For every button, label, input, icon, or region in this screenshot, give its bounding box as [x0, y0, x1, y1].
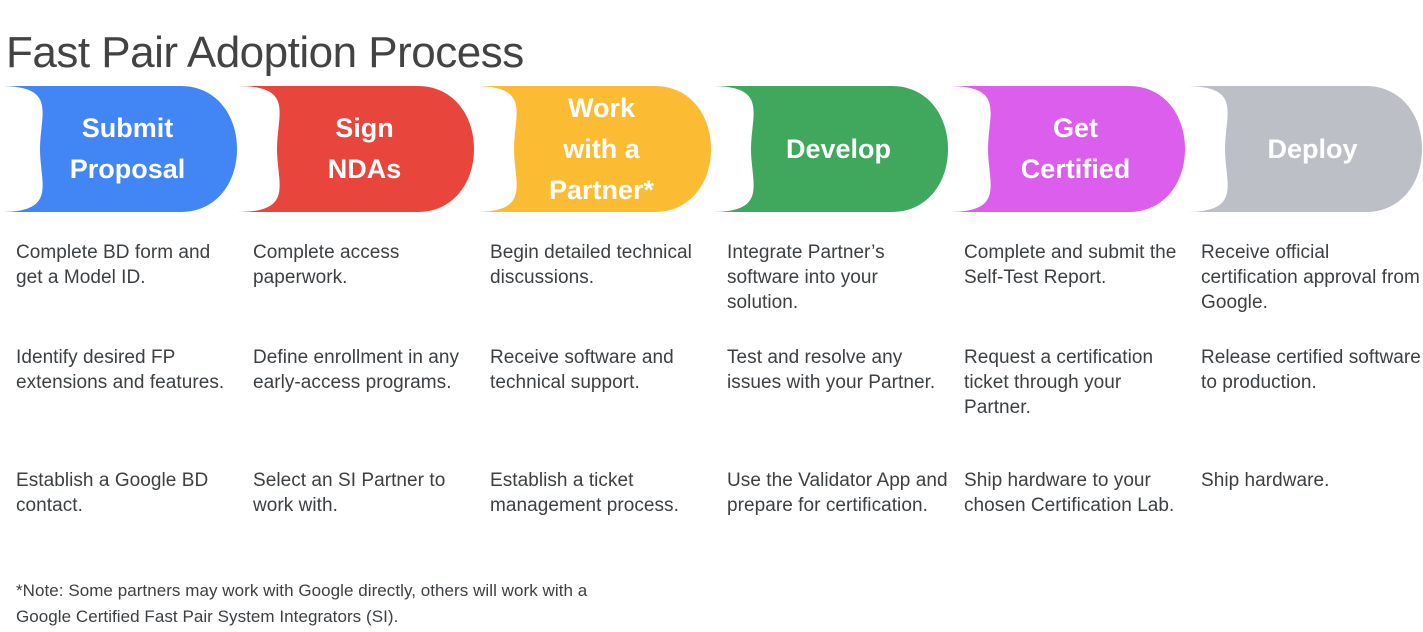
process-stage-label: Submit Proposal	[69, 113, 186, 184]
process-stage-item: Identify desired FP extensions and featu…	[16, 347, 225, 393]
process-stage-item: Complete access paperwork.	[253, 242, 400, 288]
chevron-arrow-icon	[237, 86, 474, 212]
page-title: Fast Pair Adoption Process	[6, 28, 524, 78]
process-stage-item: Ship hardware to your chosen Certificati…	[964, 470, 1175, 516]
process-stage-item: Receive official certification approval …	[1201, 242, 1420, 313]
process-stage-item: Receive software and technical support.	[490, 347, 674, 393]
process-stage-banner-5: Get Certified	[948, 86, 1185, 212]
process-stage-item: Establish a Google BD contact.	[16, 470, 209, 516]
process-stage-item: Define enrollment in any early-access pr…	[253, 347, 460, 393]
process-stage-label: Sign NDAs	[327, 113, 402, 184]
chevron-arrow-icon	[711, 86, 948, 212]
footnote-note: *Note: Some partners may work with Googl…	[16, 581, 588, 626]
process-stage-label: Work with a Partner*	[548, 92, 655, 205]
process-stage-item: Complete and submit the Self-Test Report…	[964, 242, 1177, 288]
process-stage-banner-4: Develop	[711, 86, 948, 212]
chevron-arrow-icon	[948, 86, 1185, 212]
process-stage-banner-3: Work with a Partner*	[474, 86, 711, 212]
process-stage-item: Ship hardware.	[1201, 470, 1330, 491]
process-stage-item: Use the Validator App and prepare for ce…	[727, 470, 948, 516]
process-stage-banner-row: Submit Proposal Sign NDAs Work with a Part…	[0, 86, 1423, 212]
process-stage-item: Test and resolve any issues with your Pa…	[727, 347, 936, 393]
process-stage-item: Establish a ticket management process.	[490, 470, 679, 516]
process-stage-banner-1: Submit Proposal	[0, 86, 237, 212]
process-stage-item: Select an SI Partner to work with.	[253, 470, 446, 516]
chevron-arrow-icon	[474, 86, 711, 212]
process-stage-label: Deploy	[1267, 133, 1358, 164]
process-stage-label: Get Certified	[1020, 113, 1131, 184]
process-stage-label: Develop	[785, 133, 892, 164]
process-stage-banner-6: Deploy	[1185, 86, 1422, 212]
chevron-arrow-icon	[1185, 86, 1422, 212]
process-stage-banner-2: Sign NDAs	[237, 86, 474, 212]
process-stage-item: Complete BD form and get a Model ID.	[16, 242, 211, 288]
process-stage-item: Release certified software to production…	[1201, 347, 1421, 393]
process-stage-item: Request a certification ticket through y…	[964, 347, 1154, 418]
process-stage-item: Begin detailed technical discussions.	[490, 242, 692, 288]
process-stage-item: Integrate Partner’s software into your s…	[727, 242, 885, 313]
chevron-arrow-icon	[0, 86, 237, 212]
